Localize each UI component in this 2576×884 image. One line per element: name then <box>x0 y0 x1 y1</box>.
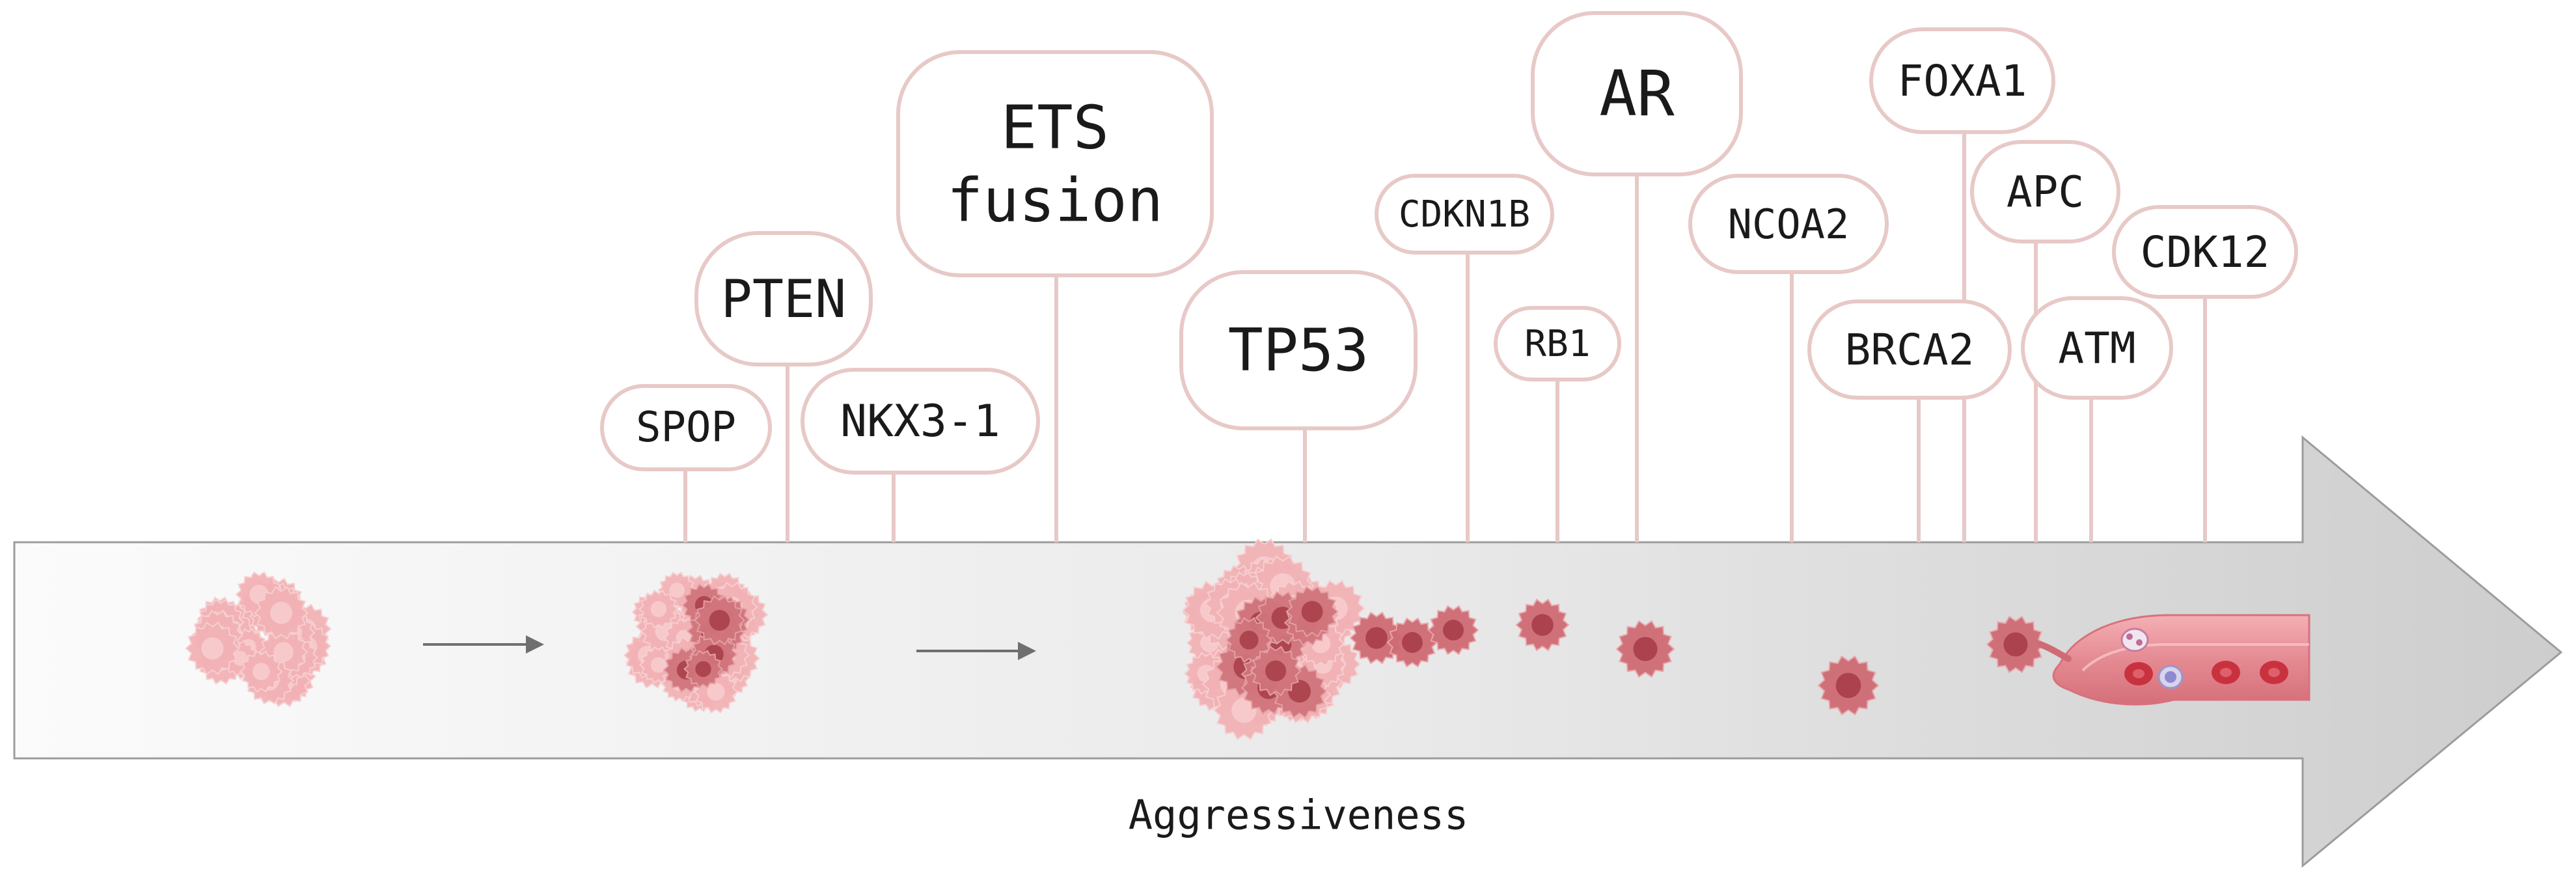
aggressiveness-label: Aggressiveness <box>1129 792 1469 839</box>
gene-box-ncoa2: NCOA2 <box>1688 174 1889 274</box>
gene-label-brca2: BRCA2 <box>1845 325 1975 375</box>
aggressive-cell <box>683 650 723 689</box>
blood-cells <box>2120 628 2288 689</box>
gene-box-spop: SPOP <box>600 384 772 471</box>
gene-box-ar: AR <box>1531 11 1743 176</box>
gene-label-pten: PTEN <box>721 269 847 329</box>
gene-box-cdk12: CDK12 <box>2112 205 2298 299</box>
gene-label-ncoa2: NCOA2 <box>1728 200 1850 248</box>
migrating-cell <box>1349 611 1404 665</box>
localized-tumor-stage <box>185 571 544 708</box>
gene-label-spop: SPOP <box>636 404 736 452</box>
migrating-cell <box>1817 655 1880 716</box>
gene-label-ar: AR <box>1599 57 1675 130</box>
gene-label-cdkn1b: CDKN1B <box>1399 193 1530 236</box>
gene-box-brca2: BRCA2 <box>1807 299 2012 400</box>
intravasating-cell <box>1986 615 2072 674</box>
tumor-cluster-large <box>1181 538 1365 741</box>
tumor-cell <box>638 589 679 629</box>
gene-box-nkx3-1: NKX3-1 <box>801 368 1040 475</box>
gene-label-apc: APC <box>2007 167 2084 217</box>
gene-label-cdk12: CDK12 <box>2141 227 2270 277</box>
gene-box-rb1: RB1 <box>1494 306 1621 381</box>
gene-label-foxa1: FOXA1 <box>1898 56 2027 106</box>
gene-box-pten: PTEN <box>694 231 873 366</box>
gene-box-apc: APC <box>1970 140 2120 243</box>
tumor-cell <box>254 586 309 640</box>
intravasating-cell <box>1986 615 2046 674</box>
progress-arrow-1 <box>423 635 544 654</box>
migrating-cell <box>1515 598 1570 652</box>
migrating-cells <box>1349 598 1880 716</box>
progress-arrow-2 <box>916 642 1036 660</box>
tumor-cluster-medium <box>623 571 769 714</box>
migrating-cell <box>1386 617 1438 668</box>
gene-label-rb1: RB1 <box>1524 323 1590 365</box>
gene-box-foxa1: FOXA1 <box>1869 27 2055 134</box>
migrating-cell <box>1427 605 1479 656</box>
gene-box-tp53: TP53 <box>1179 270 1418 430</box>
invasive-tumor-stage <box>1181 538 1880 741</box>
gene-box-cdkn1b: CDKN1B <box>1375 174 1554 255</box>
gene-label-atm: ATM <box>2058 323 2135 373</box>
blood-vessel <box>2052 614 2310 706</box>
aggressive-cell <box>694 595 746 646</box>
aggressive-cell <box>1250 645 1302 697</box>
tumor-cell <box>239 650 283 693</box>
migrating-cell <box>1615 620 1675 678</box>
aggressive-cell <box>1285 585 1339 638</box>
gene-label-nkx3-1: NKX3-1 <box>840 396 1000 447</box>
growing-tumor-stage <box>623 571 1036 714</box>
gene-box-atm: ATM <box>2021 296 2173 400</box>
gene-label-tp53: TP53 <box>1228 316 1369 385</box>
tumor-cluster-small <box>185 571 332 708</box>
metastatic-intravasation-stage <box>1986 614 2310 706</box>
tumor-cell <box>185 621 240 676</box>
